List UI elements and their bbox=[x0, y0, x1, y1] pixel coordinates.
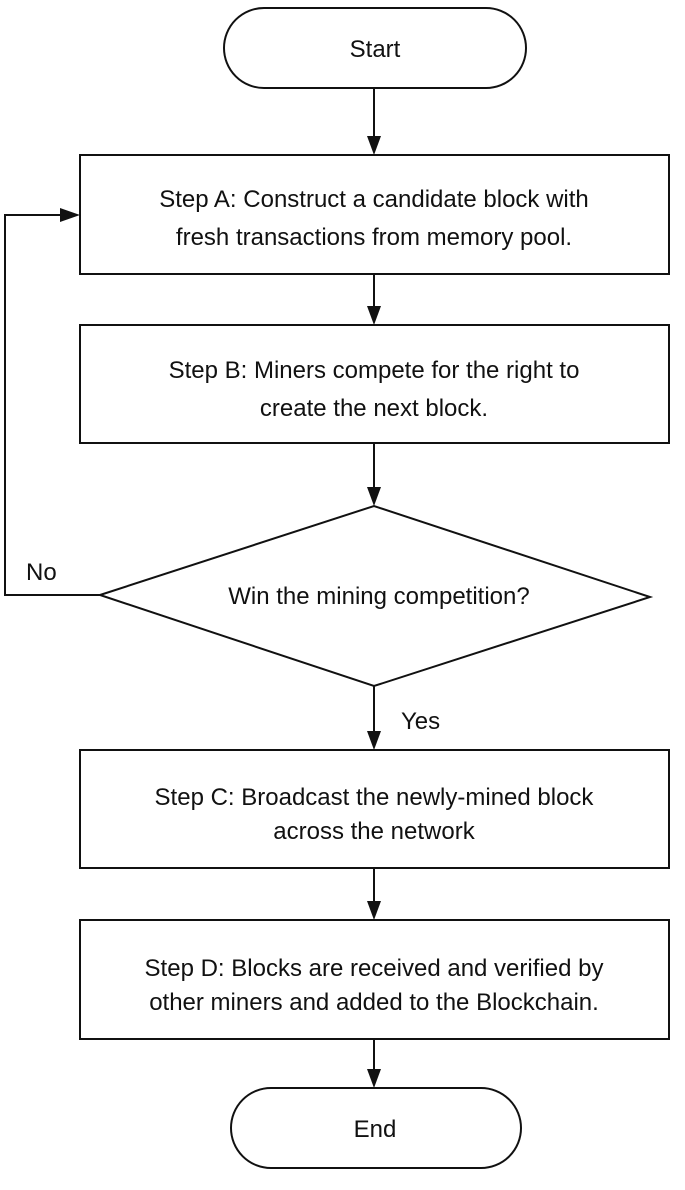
arrow-decision-yes-to-step-c: Yes bbox=[367, 686, 440, 750]
step-d-line-2: other miners and added to the Blockchain… bbox=[149, 989, 599, 1016]
step-a-node: Step A: Construct a candidate block with… bbox=[79, 154, 670, 275]
end-shape bbox=[230, 1087, 522, 1169]
step-c-box bbox=[79, 749, 670, 869]
start-label: Start bbox=[350, 36, 401, 63]
step-d-node: Step D: Blocks are received and verified… bbox=[79, 919, 670, 1040]
no-label: No bbox=[26, 559, 57, 586]
step-c-line-1: Step C: Broadcast the newly-mined block bbox=[155, 784, 595, 811]
step-b-box bbox=[79, 324, 670, 444]
step-a-box bbox=[79, 154, 670, 275]
end-label: End bbox=[354, 1116, 397, 1143]
step-c-node: Step C: Broadcast the newly-mined block … bbox=[79, 749, 670, 869]
decision-node: Win the mining competition? bbox=[96, 504, 654, 688]
arrow-start-to-step-a bbox=[367, 88, 381, 155]
start-node: Start bbox=[223, 7, 527, 89]
end-node: End bbox=[230, 1087, 522, 1169]
decision-label: Win the mining competition? bbox=[228, 583, 529, 610]
step-c-line-2: across the network bbox=[273, 818, 475, 845]
step-b-line-1: Step B: Miners compete for the right to bbox=[169, 357, 580, 384]
arrow-decision-no-loop-to-step-a: No bbox=[4, 208, 100, 596]
arrow-step-a-to-step-b bbox=[367, 274, 381, 325]
arrow-step-d-to-end bbox=[367, 1039, 381, 1088]
step-b-node: Step B: Miners compete for the right to … bbox=[79, 324, 670, 444]
step-a-line-1: Step A: Construct a candidate block with bbox=[159, 186, 589, 213]
yes-label: Yes bbox=[401, 708, 440, 735]
step-b-line-2: create the next block. bbox=[260, 395, 488, 422]
step-d-line-1: Step D: Blocks are received and verified… bbox=[145, 955, 604, 982]
step-a-line-2: fresh transactions from memory pool. bbox=[176, 224, 572, 251]
decision-diamond bbox=[96, 504, 654, 688]
arrow-step-b-to-decision bbox=[367, 443, 381, 506]
arrow-step-c-to-step-d bbox=[367, 868, 381, 920]
